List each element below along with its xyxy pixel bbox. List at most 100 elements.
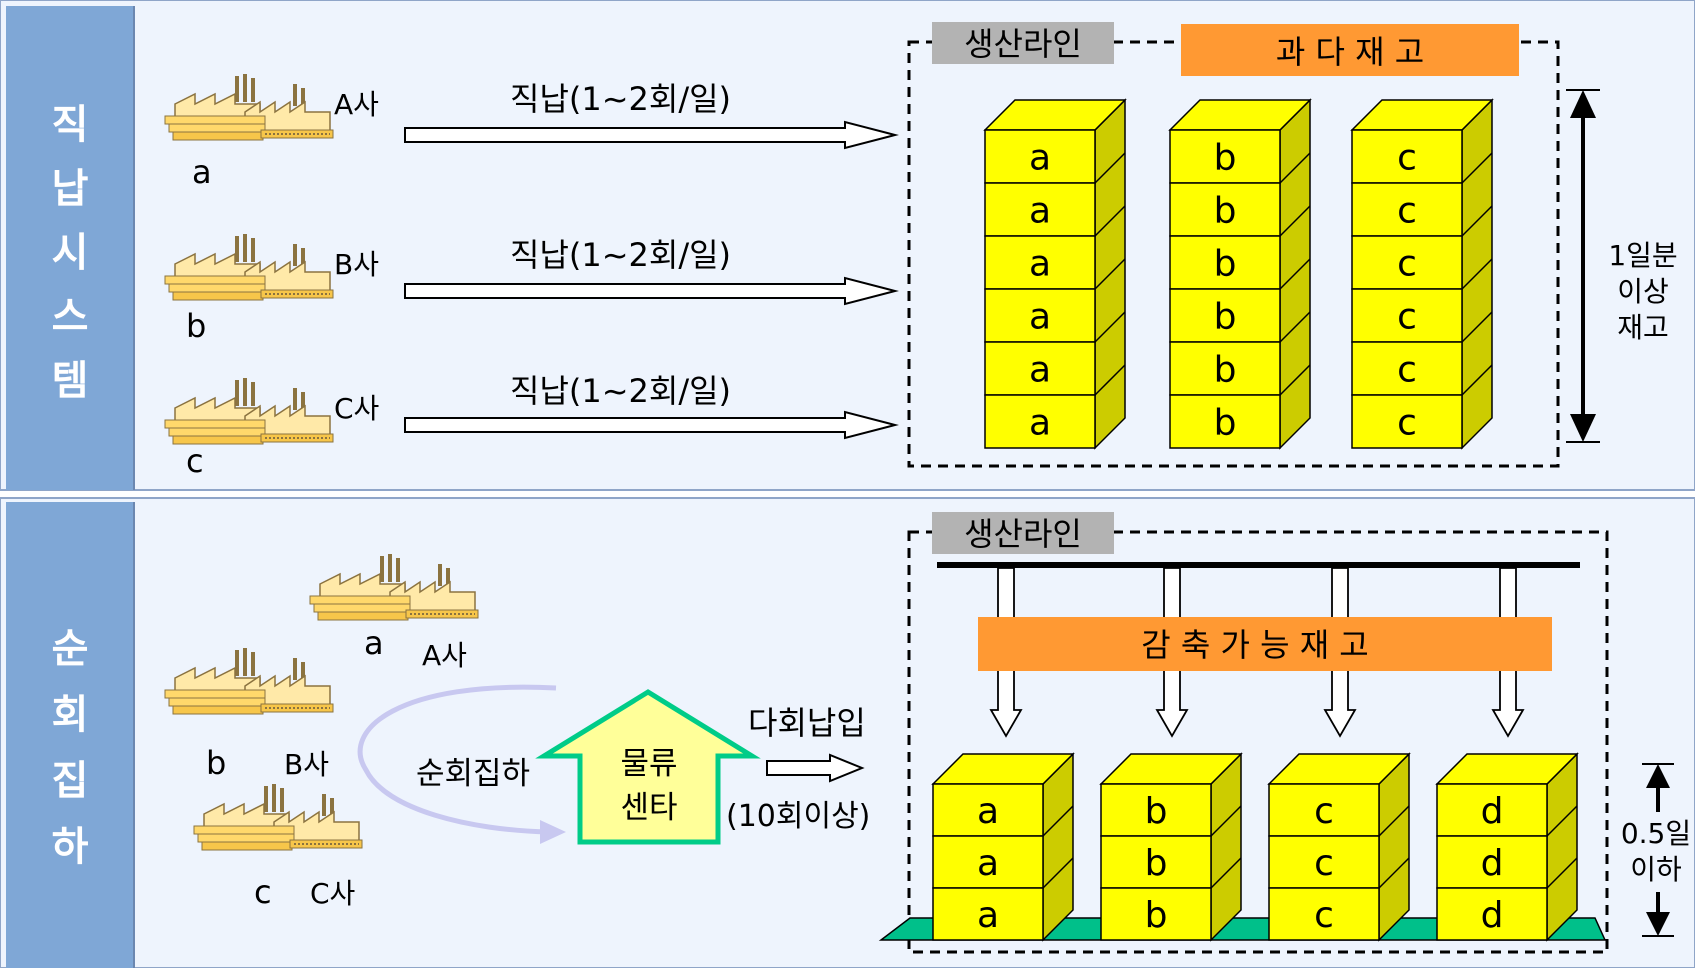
inventory-box-label: a [1029, 190, 1051, 231]
supplier-company: B사 [284, 748, 329, 781]
inventory-box [1100, 783, 1212, 837]
supplier-code: a [364, 624, 384, 662]
stack-side-face [1042, 752, 1074, 942]
measure-text: 이하 [1630, 853, 1682, 886]
inventory-box-label: a [1029, 349, 1051, 390]
inventory-box-label: a [977, 843, 999, 884]
bottom-side-panel [6, 502, 134, 968]
inventory-box [1436, 835, 1548, 889]
supplier-company: B사 [334, 248, 379, 281]
inventory-box-label: b [1214, 402, 1237, 443]
supplier-company: A사 [422, 639, 467, 672]
delivery-label: 직납(1~2회/일) [510, 80, 731, 118]
milkrun-label: 순회집하 [416, 756, 530, 792]
inventory-box-label: c [1397, 137, 1417, 178]
side-title-char: 회 [52, 692, 89, 738]
inventory-box-label: c [1397, 243, 1417, 284]
top-measure: 1일분 이상 재고 [1566, 89, 1690, 443]
measure-text: 0.5일 [1621, 817, 1691, 850]
inventory-box [1169, 129, 1281, 184]
inventory-box-label: c [1314, 895, 1334, 936]
delivery-arrow [404, 120, 899, 150]
inventory-stack: aaa [931, 752, 1075, 942]
inventory-box-label: a [1029, 402, 1051, 443]
bottom-panel [0, 497, 1695, 968]
inventory-box [1351, 182, 1463, 237]
bottom-measure: 0.5일 이하 [1618, 763, 1694, 937]
bottom-line-label-bg [932, 512, 1114, 554]
side-title-char: 순 [52, 626, 89, 672]
inventory-box [1351, 341, 1463, 396]
supplier-code: c [254, 873, 272, 911]
inventory-box-label: d [1481, 843, 1504, 884]
inventory-box-label: a [977, 895, 999, 936]
reducible-inventory-label: 감 축 가 능 재 고 [1141, 626, 1369, 664]
inventory-box [1351, 394, 1463, 449]
supplier-code: b [206, 744, 226, 782]
inventory-box-label: a [1029, 243, 1051, 284]
inventory-box-label: a [1029, 296, 1051, 337]
bottom-panel-bg [0, 497, 1695, 968]
inventory-box [984, 288, 1096, 343]
reducible-inventory-bar [978, 617, 1552, 671]
side-title-char: 템 [52, 358, 89, 404]
side-title-char: 집 [52, 758, 89, 804]
inventory-box-label: b [1214, 349, 1237, 390]
multi-delivery-label: 다회납입 [748, 704, 866, 742]
inventory-box-label: d [1481, 791, 1504, 832]
delivery-arrow [404, 276, 899, 306]
inventory-box-label: b [1214, 137, 1237, 178]
inventory-box-label: b [1214, 190, 1237, 231]
inventory-box [984, 394, 1096, 449]
logistics-center: 물류 센타 [535, 689, 761, 845]
inventory-box [1436, 783, 1548, 837]
inventory-box [932, 783, 1044, 837]
bottom-suppliers: a A사 b B사 c C사 [164, 553, 479, 911]
inventory-stack: ddd [1435, 752, 1579, 942]
side-title-char: 납 [52, 166, 89, 212]
inventory-box-label: b [1145, 791, 1168, 832]
bottom-production-line-box [907, 530, 1609, 954]
delivery-label: 직납(1~2회/일) [510, 372, 731, 410]
inventory-box-label: a [1029, 137, 1051, 178]
supplier-code: c [186, 442, 204, 480]
inventory-box-label: b [1214, 296, 1237, 337]
bottom-side-title: 순회집하 [52, 626, 89, 870]
inventory-box [1268, 887, 1380, 941]
inventory-box [984, 341, 1096, 396]
center-label: 센타 [620, 790, 677, 826]
top-suppliers: A사 a B사 b C사 c [164, 73, 379, 480]
side-title-char: 직 [52, 102, 89, 148]
supplier-code: a [192, 153, 212, 191]
top-side-panel [6, 6, 134, 490]
stack-side-face [1546, 752, 1578, 942]
inventory-box-label: c [1397, 349, 1417, 390]
inventory-box [1169, 235, 1281, 290]
multi-delivery-frequency: (10회이상) [726, 799, 870, 834]
top-line-label: 생산라인 [964, 25, 1082, 63]
side-title-char: 스 [52, 294, 89, 340]
inventory-box-label: a [977, 791, 999, 832]
inventory-box-label: c [1314, 791, 1334, 832]
stack-side-face [1210, 752, 1242, 942]
inventory-stack: ccc [1267, 752, 1411, 942]
delivery-label: 직납(1~2회/일) [510, 236, 731, 274]
milkrun-route: 순회집하 [357, 684, 566, 844]
bottom-line-label: 생산라인 [964, 515, 1082, 553]
excess-inventory-label: 과 다 재 고 [1276, 33, 1424, 71]
measure-text: 재고 [1617, 311, 1669, 344]
inventory-box [1351, 129, 1463, 184]
inventory-box [1268, 835, 1380, 889]
inventory-box-label: c [1314, 843, 1334, 884]
inventory-box [1100, 835, 1212, 889]
inventory-box [1351, 235, 1463, 290]
inventory-box [1169, 182, 1281, 237]
delivery-arrow [404, 410, 899, 440]
inventory-box [1169, 341, 1281, 396]
side-title-char: 시 [52, 230, 89, 276]
inventory-box-label: d [1481, 895, 1504, 936]
stack-side-face [1378, 752, 1410, 942]
